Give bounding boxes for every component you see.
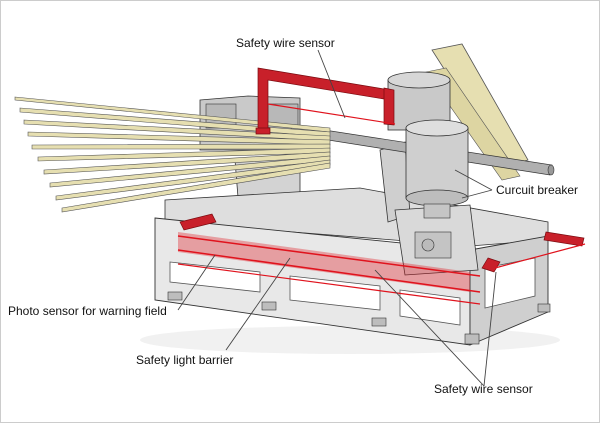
- safety-wire-sensor-frame-top: [255, 67, 395, 135]
- safety-wire-beam-bottom: [494, 243, 586, 269]
- breaker-cylinder: [405, 119, 469, 219]
- safety-wire-beam-top: [267, 103, 396, 125]
- label-safety-wire-sensor-top: Safety wire sensor: [236, 36, 335, 50]
- label-curcuit-breaker: Curcuit breaker: [496, 183, 578, 197]
- label-safety-wire-sensor-bottom: Safety wire sensor: [434, 382, 533, 396]
- label-photo-sensor-warning: Photo sensor for warning field: [8, 304, 167, 318]
- light-barrier-field: [177, 232, 481, 305]
- blade-fan: [14, 96, 331, 213]
- right-column: [379, 141, 479, 276]
- sensor-brackets: [179, 213, 585, 273]
- base-openings: [169, 257, 536, 326]
- label-safety-light-barrier: Safety light barrier: [136, 353, 233, 367]
- base-feet: [167, 291, 551, 345]
- leader-lines: [177, 49, 497, 387]
